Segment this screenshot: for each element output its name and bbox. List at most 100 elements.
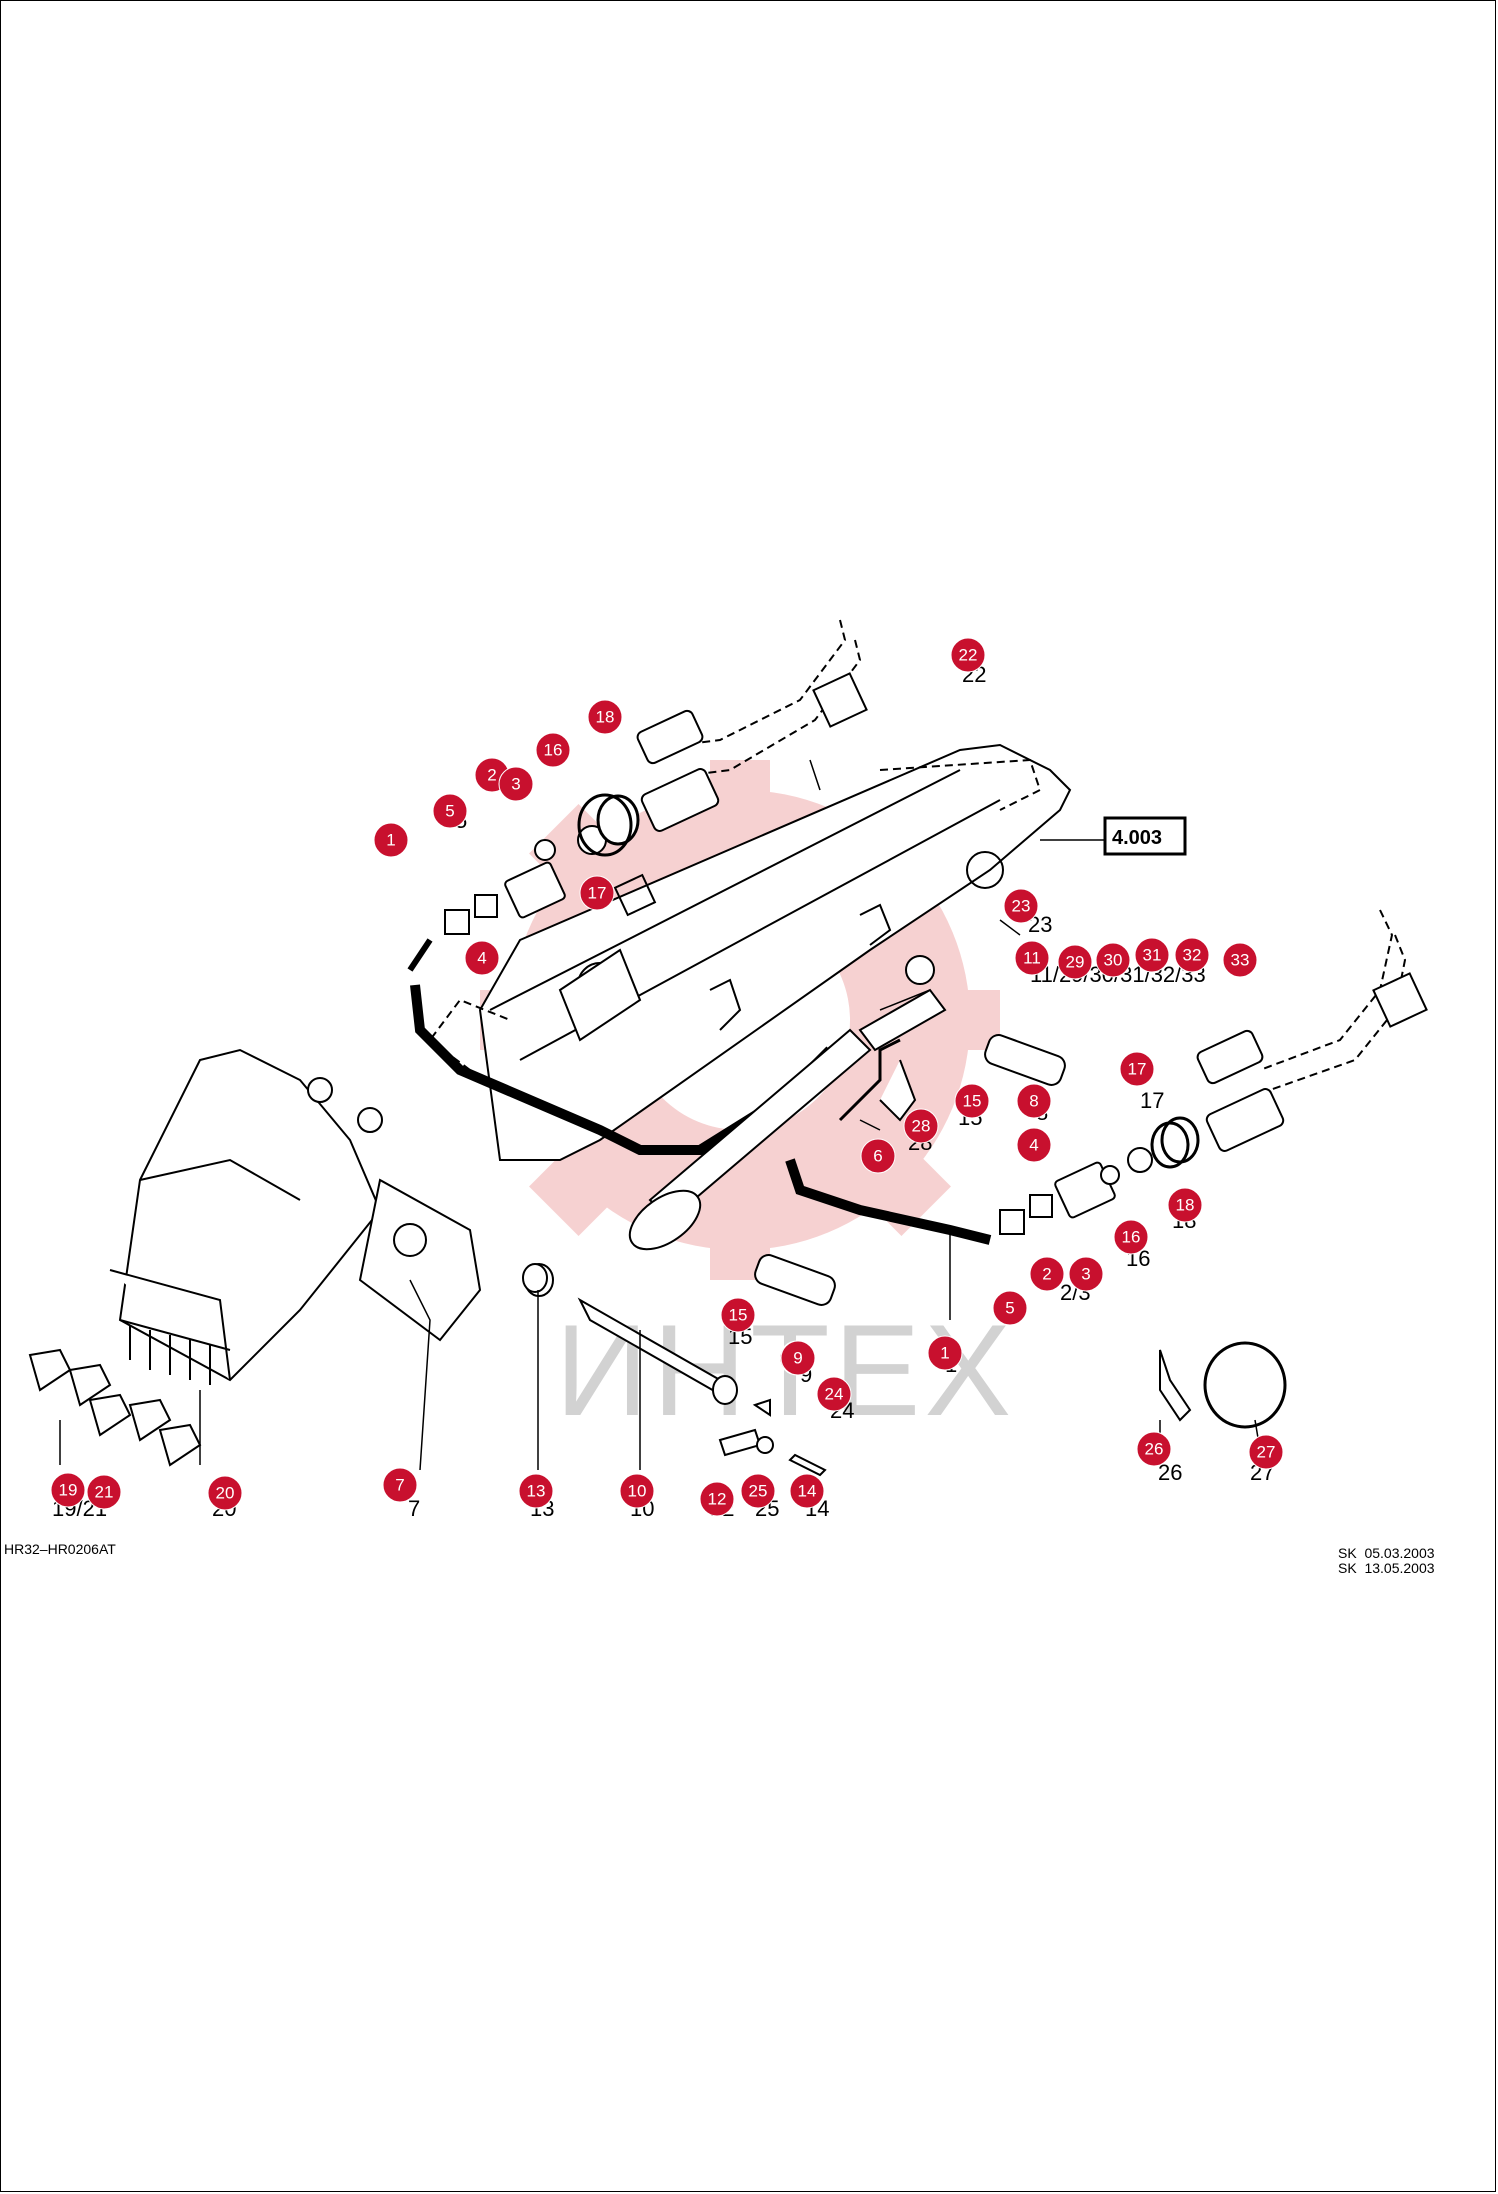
callout-18: 18 [1167,1187,1203,1223]
callout-number: 31 [1143,946,1162,965]
callout-circle [382,1467,418,1503]
callout-circle [579,875,615,911]
callout-number: 27 [1257,1443,1276,1462]
callout-number: 1 [386,831,395,850]
callout-circle [373,822,409,858]
callout-14: 14 [789,1473,825,1509]
callout-number: 17 [1128,1060,1147,1079]
quick-couplers-upper [636,672,1428,1152]
callout-number: 22 [959,646,978,665]
small-parts [522,793,1287,1477]
callout-circle [1095,942,1131,978]
callout-circle [50,1472,86,1508]
hydraulic-cylinder [628,955,947,1251]
callouts: 1234516171822231129303132331582869241012… [50,637,1284,1517]
callout-28: 28 [903,1108,939,1144]
callout-20: 20 [207,1475,243,1511]
callout-number: 16 [1122,1228,1141,1247]
callout-2: 2 [1029,1256,1065,1292]
callout-number: 8 [1029,1092,1038,1111]
callout-circle [587,699,623,735]
callout-number: 14 [798,1482,817,1501]
revision-line-1: SK 05.03.2003 [1338,1545,1435,1561]
callout-1: 1 [927,1335,963,1371]
callout-13: 13 [518,1473,554,1509]
callout-number: 9 [793,1349,802,1368]
callout-circle [1119,1051,1155,1087]
bucket-teeth [28,1348,202,1467]
callout-33: 33 [1222,942,1258,978]
callout-26: 26 [1136,1431,1172,1467]
callout-4: 4 [1016,1127,1052,1163]
callout-circle [464,940,500,976]
callout-number: 32 [1183,946,1202,965]
callout-circle [1248,1434,1284,1470]
watermark-text: ИНТЕХ [555,1297,1015,1443]
callout-27: 27 [1248,1434,1284,1470]
callout-circle [1113,1219,1149,1255]
callout-number: 26 [1145,1440,1164,1459]
callout-21: 21 [86,1474,122,1510]
callout-circle [954,1083,990,1119]
callout-circle [1003,888,1039,924]
callout-number: 15 [729,1306,748,1325]
hydraulic-hose-left [407,794,834,1155]
callout-circle [1174,937,1210,973]
callout-number: 2 [1042,1265,1051,1284]
callout-3: 3 [1068,1256,1104,1292]
revision-line-2: SK 13.05.2003 [1338,1560,1435,1576]
callout-number: 12 [708,1490,727,1509]
callout-29: 29 [1057,944,1093,980]
callout-24: 24 [816,1376,852,1412]
callout-number: 30 [1104,951,1123,970]
callout-3: 3 [498,766,534,802]
callout-15: 15 [954,1083,990,1119]
callout-circle [1134,937,1170,973]
callout-12: 12 [699,1481,735,1517]
callout-number: 23 [1012,897,1031,916]
callout-circle [789,1473,825,1509]
callout-circle [1016,1083,1052,1119]
callout-18: 18 [587,699,623,735]
callout-circle [927,1335,963,1371]
callout-circle [535,732,571,768]
callout-circle [619,1473,655,1509]
callout-25: 25 [740,1473,776,1509]
callout-circle [207,1475,243,1511]
callout-9: 9 [780,1340,816,1376]
callout-circle [740,1473,776,1509]
callout-number: 33 [1231,951,1250,970]
callout-number: 5 [1005,1299,1014,1318]
callout-16: 16 [1113,1219,1149,1255]
callout-circle [903,1108,939,1144]
callout-1: 1 [373,822,409,858]
callout-number: 25 [749,1482,768,1501]
callout-number: 16 [544,741,563,760]
callout-7: 7 [382,1467,418,1503]
drawing-code: HR32–HR0206AT [4,1541,116,1557]
callout-number: 21 [95,1483,114,1502]
svg-text:4.003: 4.003 [1112,827,1162,849]
callout-circle [720,1297,756,1333]
part-label: 17 [1140,1088,1164,1113]
callout-5: 5 [992,1290,1028,1326]
callout-circle [432,793,468,829]
hydraulic-hose-right [785,1038,1190,1245]
callout-6: 6 [860,1138,896,1174]
reference-box: 4.003 [1103,816,1187,856]
callout-circle [1167,1187,1203,1223]
callout-circle [1068,1256,1104,1292]
callout-number: 19 [59,1481,78,1500]
callout-circle [860,1138,896,1174]
callout-circle [950,637,986,673]
callout-number: 15 [963,1092,982,1111]
callout-circle [992,1290,1028,1326]
callout-number: 5 [445,802,454,821]
callout-15: 15 [720,1297,756,1333]
callout-22: 22 [950,637,986,673]
callout-number: 3 [511,775,520,794]
callout-30: 30 [1095,942,1131,978]
callout-circle [699,1481,735,1517]
